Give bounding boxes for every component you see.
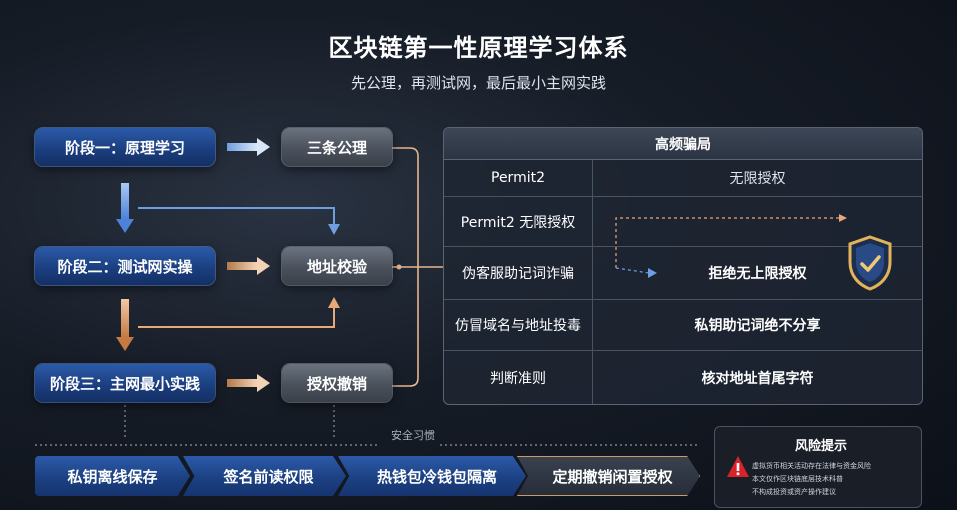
shield-check-icon [848, 235, 892, 291]
arrow-stage1-axioms [227, 138, 270, 156]
node-revoke: 授权撤销 [282, 364, 392, 402]
defense-cell: 核对地址首尾字符 [701, 370, 814, 387]
table-row: Permit2 无限授权 [444, 197, 922, 247]
habit-item: 签名前读权限 [183, 456, 346, 496]
scam-table: 高频骗局 Permit2 无限授权 Permit2 无限授权 伪客服助记词诈骗 … [443, 127, 923, 405]
stage-2: 阶段二：测试网实操 [35, 247, 215, 285]
scam-cell: 判断准则 [444, 351, 593, 404]
page-subtitle: 先公理，再测试网，最后最小主网实践 [350, 74, 606, 92]
line-to-address-orange [138, 305, 335, 328]
scam-cell: 伪客服助记词诈骗 [444, 247, 593, 299]
scam-cell: Permit2 [444, 160, 593, 196]
arrow-stage2-address [227, 257, 270, 275]
node-axioms: 三条公理 [282, 128, 392, 166]
table-row: 仿冒域名与地址投毒 私钥助记词绝不分享 [444, 300, 922, 351]
scam-table-title: 高频骗局 [444, 128, 922, 160]
risk-notice: 风险提示 虚拟货币相关活动存在法律与资金风险 本文仅作区块链底层技术科普 不构成… [714, 426, 922, 508]
habit-item: 定期撤销闲置授权 [517, 456, 700, 496]
table-row: 判断准则 核对地址首尾字符 [444, 351, 922, 404]
defense-cell: 拒绝无上限授权 [708, 266, 807, 282]
table-row: 伪客服助记词诈骗 拒绝无上限授权 [444, 247, 922, 300]
table-flow-lines [615, 214, 847, 278]
risk-line: 本文仅作区块链底层技术科普 [752, 475, 843, 483]
arrow-stage1-stage2 [116, 183, 134, 233]
warning-triangle-icon [727, 456, 749, 477]
scam-cell: Permit2 无限授权 [444, 197, 593, 246]
risk-line: 不构成投资或资产操作建议 [752, 488, 836, 496]
line-to-address-blue [138, 207, 335, 226]
page-title: 区块链第一性原理学习体系 [328, 34, 629, 62]
stage-1: 阶段一：原理学习 [35, 128, 215, 166]
defense-cell: 无限授权 [729, 171, 786, 187]
habit-item: 热钱包冷钱包隔离 [338, 456, 526, 496]
stage-3: 阶段三：主网最小实践 [35, 364, 215, 402]
risk-title: 风险提示 [795, 439, 848, 454]
scam-cell: 仿冒域名与地址投毒 [444, 300, 593, 350]
defense-cell: 私钥助记词绝不分享 [694, 318, 821, 334]
habit-item: 私钥离线保存 [35, 456, 190, 496]
risk-line: 虚拟货币相关活动存在法律与资金风险 [752, 462, 871, 470]
table-row: Permit2 无限授权 [444, 160, 922, 197]
habits-label: 安全习惯 [391, 429, 435, 442]
arrow-stage2-stage3 [116, 299, 134, 351]
arrow-stage3-revoke [227, 374, 270, 392]
node-address-check: 地址校验 [282, 247, 392, 285]
